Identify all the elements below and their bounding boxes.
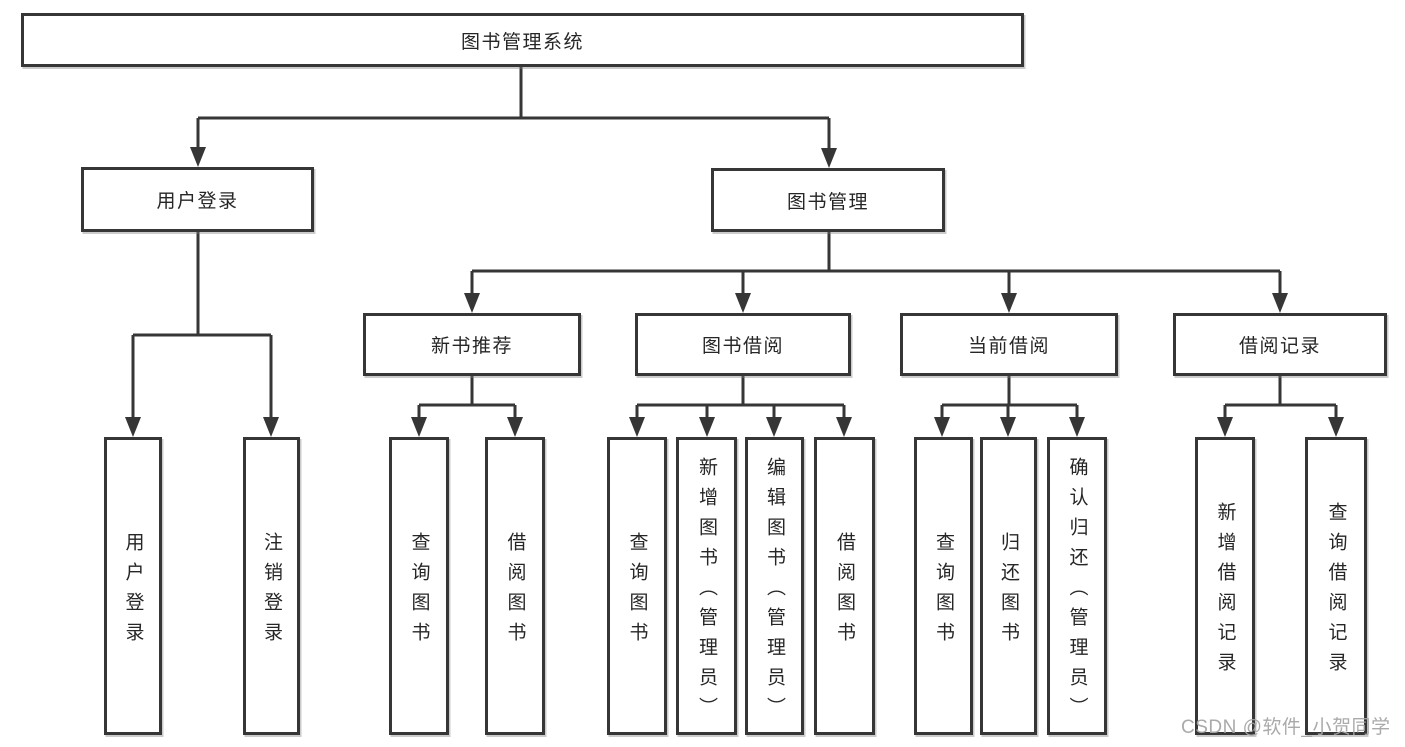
node-label: 新书推荐 <box>430 336 513 357</box>
node-book-management: 图书管理 <box>711 168 945 232</box>
node-book-borrow: 图书借阅 <box>635 313 851 376</box>
leaf-add-borrow-record: 新增借阅记录 <box>1195 437 1255 735</box>
leaf-label: 查询借阅记录 <box>1325 501 1347 682</box>
leaf-label: 查询图书 <box>933 531 954 652</box>
node-borrow-records: 借阅记录 <box>1173 313 1387 376</box>
node-new-book-recommend: 新书推荐 <box>363 313 581 376</box>
leaf-borrow-books: 借阅图书 <box>814 437 875 735</box>
leaf-label: 确认归还（管理员） <box>1066 456 1088 727</box>
leaf-label: 编辑图书（管理员） <box>764 456 785 727</box>
leaf-label: 归还图书 <box>998 531 1019 652</box>
leaf-query-books-current: 查询图书 <box>914 437 973 735</box>
node-label: 图书借阅 <box>701 336 784 357</box>
leaf-label: 用户登录 <box>122 531 144 652</box>
node-label: 借阅记录 <box>1238 336 1321 357</box>
leaf-edit-book-admin: 编辑图书（管理员） <box>745 437 804 735</box>
node-label: 图书管理 <box>786 191 869 213</box>
node-root: 图书管理系统 <box>21 13 1024 67</box>
node-label: 当前借阅 <box>967 336 1050 357</box>
leaf-borrow-books-recommend: 借阅图书 <box>485 437 545 735</box>
node-current-borrow: 当前借阅 <box>900 313 1118 376</box>
leaf-logout: 注销登录 <box>243 437 300 735</box>
leaf-label: 借阅图书 <box>834 531 855 652</box>
leaf-label: 新增图书（管理员） <box>696 456 717 727</box>
connector-lines <box>131 67 1338 419</box>
leaf-label: 查询图书 <box>408 531 430 652</box>
node-root-label: 图书管理系统 <box>460 31 584 53</box>
leaf-label: 新增借阅记录 <box>1214 501 1236 682</box>
leaf-user-login: 用户登录 <box>104 437 162 735</box>
watermark: CSDN @软件_小贺同学 <box>1181 717 1391 738</box>
leaf-query-books-recommend: 查询图书 <box>389 437 449 735</box>
node-user-login-group: 用户登录 <box>81 167 314 232</box>
leaf-query-books-borrow: 查询图书 <box>607 437 667 735</box>
leaf-confirm-return-admin: 确认归还（管理员） <box>1047 437 1107 735</box>
leaf-return-book: 归还图书 <box>980 437 1037 735</box>
leaf-label: 注销登录 <box>261 531 282 652</box>
leaf-label: 查询图书 <box>626 531 648 652</box>
leaf-label: 借阅图书 <box>504 531 526 652</box>
node-label: 用户登录 <box>156 191 239 212</box>
leaf-query-borrow-record: 查询借阅记录 <box>1305 437 1367 735</box>
leaf-add-book-admin: 新增图书（管理员） <box>676 437 737 735</box>
